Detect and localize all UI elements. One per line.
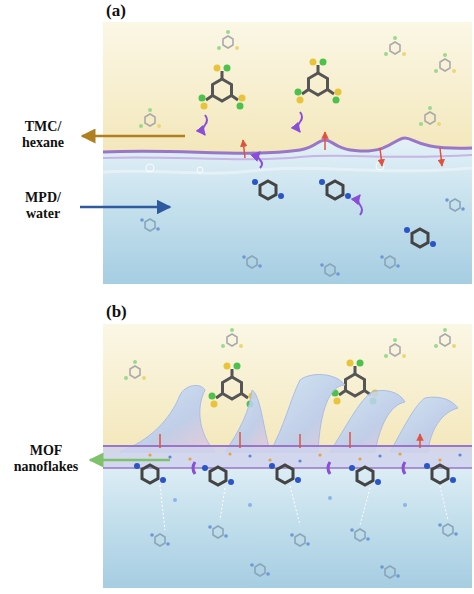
- panel-letter: (b): [106, 302, 146, 322]
- phase-label: MPD/ water: [8, 190, 78, 222]
- material-label: MOF nanoflakes: [4, 443, 88, 475]
- panel-letter: (a): [106, 1, 146, 21]
- phase-label: TMC/ hexane: [8, 119, 78, 151]
